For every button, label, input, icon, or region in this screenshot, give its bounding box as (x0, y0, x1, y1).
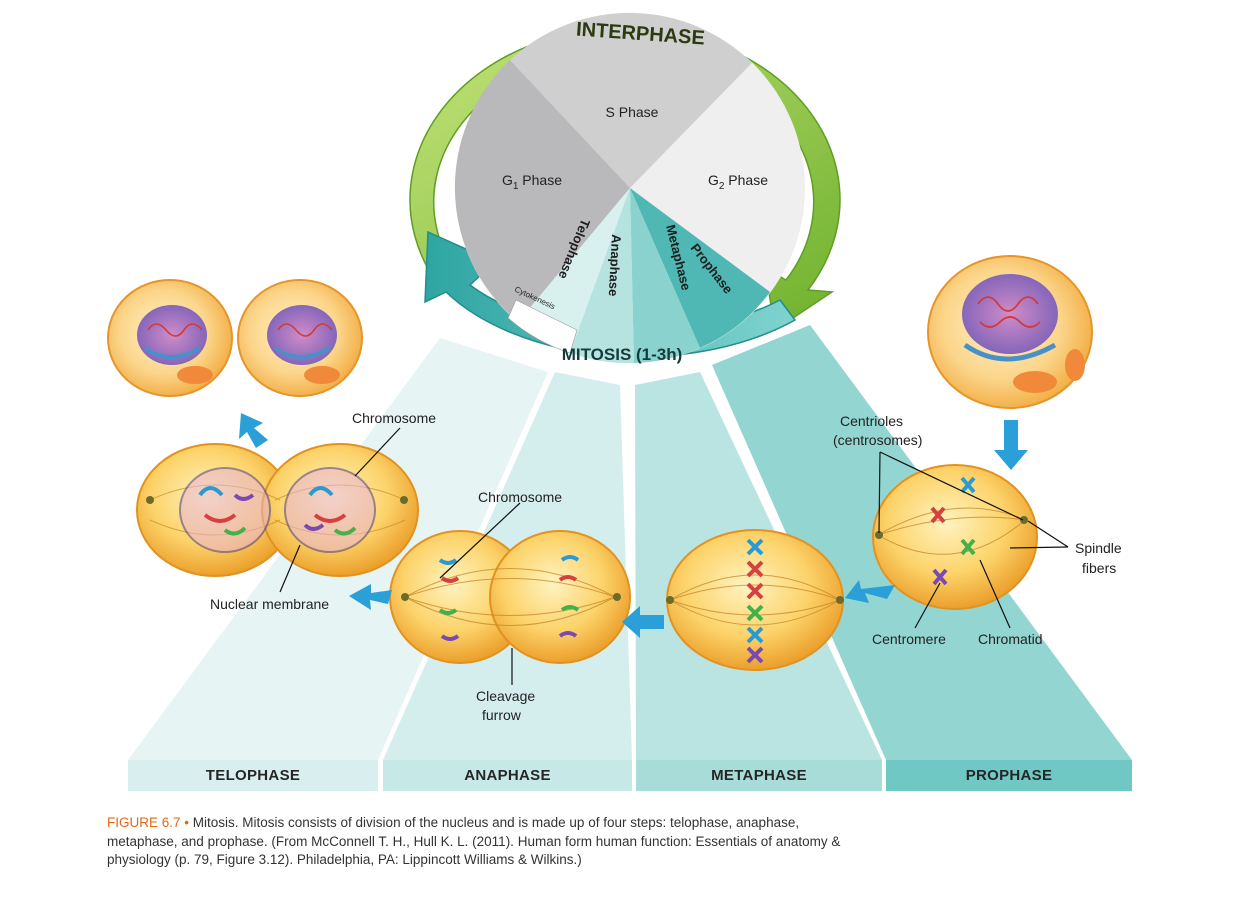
parent-interphase-cell (927, 255, 1093, 409)
mitosis-diagram: INTERPHASE S Phase G1 Phase G2 Phase Pro… (107, 12, 1132, 760)
g1-phase-label: G1 Phase (502, 172, 562, 192)
g2-phase-label: G2 Phase (708, 172, 768, 192)
cleavage-label: Cleavage (476, 688, 535, 704)
centromere-label: Centromere (872, 631, 946, 647)
telophase-cell (136, 443, 419, 577)
chromatid-label: Chromatid (978, 631, 1043, 647)
daughter-cell-right (237, 279, 363, 397)
arrow-to-daughters (239, 413, 268, 448)
centrioles-label: Centrioles (840, 413, 903, 429)
prophase-cell (872, 464, 1038, 610)
cytokenesis-wedge (507, 299, 578, 354)
s-phase-wedge (510, 12, 752, 188)
diagram-labels: Chromosome Nuclear membrane Chromosome C… (210, 410, 1122, 723)
telophase-wedge (518, 188, 630, 353)
anaphase-chromosome-label: Chromosome (478, 489, 562, 505)
flow-arrows (239, 413, 1028, 638)
metaphase-wedge (630, 188, 700, 363)
nuclear-membrane-label: Nuclear membrane (210, 596, 329, 612)
cell-cycle-wheel: INTERPHASE S Phase G1 Phase G2 Phase Pro… (409, 12, 841, 364)
mitosis-label: MITOSIS (1-3h) (562, 345, 683, 364)
spindle-label: Spindle (1075, 540, 1122, 556)
anaphase-wedge-label: Anaphase (606, 234, 624, 297)
telophase-chromosome-label: Chromosome (352, 410, 436, 426)
metaphase-cell (666, 529, 844, 671)
stage-bar-telophase: TELOPHASE (128, 760, 378, 791)
arrow-to-metaphase (845, 580, 895, 603)
g1-phase-wedge (454, 60, 630, 322)
caption-text: Mitosis. Mitosis consists of division of… (107, 815, 841, 867)
caption-bullet: • (180, 815, 193, 830)
arrow-to-anaphase (622, 606, 664, 638)
stage-bar-prophase: PROPHASE (886, 760, 1132, 791)
fibers-label: fibers (1082, 560, 1116, 576)
daughter-cell-left (107, 279, 233, 397)
s-phase-label: S Phase (606, 104, 659, 120)
arrow-to-telophase (349, 584, 392, 610)
anaphase-wedge (570, 188, 634, 364)
furrow-label: furrow (482, 707, 522, 723)
stage-bar-anaphase: ANAPHASE (383, 760, 632, 791)
g2-phase-wedge (630, 63, 805, 292)
leader-lines (279, 427, 1069, 685)
prophase-wedge (630, 188, 770, 348)
centrosomes-label: (centrosomes) (833, 432, 922, 448)
figure-number: FIGURE 6.7 (107, 815, 181, 830)
stage-bar-metaphase: METAPHASE (636, 760, 882, 791)
anaphase-cell (389, 530, 631, 664)
figure-caption: FIGURE 6.7 • Mitosis. Mitosis consists o… (107, 814, 867, 870)
arrow-to-prophase (994, 420, 1028, 470)
